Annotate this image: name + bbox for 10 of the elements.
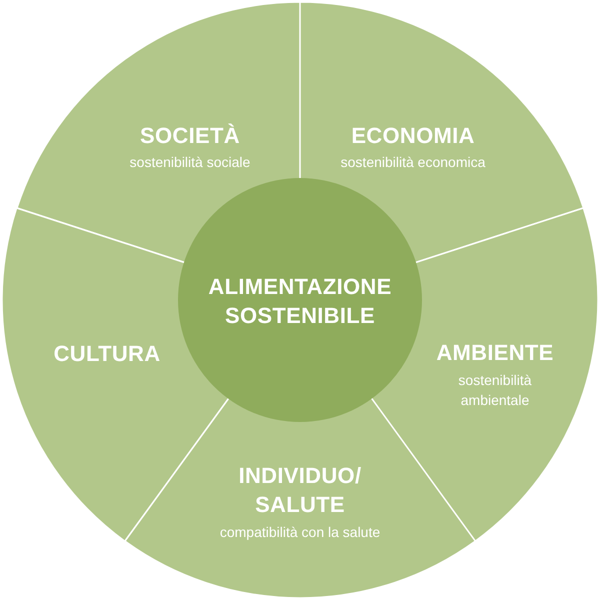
sector-subtitle: sostenibilità ambientale bbox=[457, 370, 533, 410]
sector-title: CULTURA bbox=[52, 340, 162, 368]
sector-subtitle: compatibilità con la salute bbox=[218, 523, 382, 542]
sector-title: ECONOMIA bbox=[350, 122, 476, 150]
sector-subtitle: sostenibilità sociale bbox=[128, 153, 252, 172]
sector-title: INDIVIDUO/ SALUTE bbox=[238, 462, 362, 519]
sector-title: SOCIETÀ bbox=[139, 122, 241, 150]
sector-title: AMBIENTE bbox=[435, 338, 555, 367]
center-title: ALIMENTAZIONE SOSTENIBILE bbox=[207, 273, 393, 330]
sector-subtitle: sostenibilità economica bbox=[340, 153, 486, 172]
